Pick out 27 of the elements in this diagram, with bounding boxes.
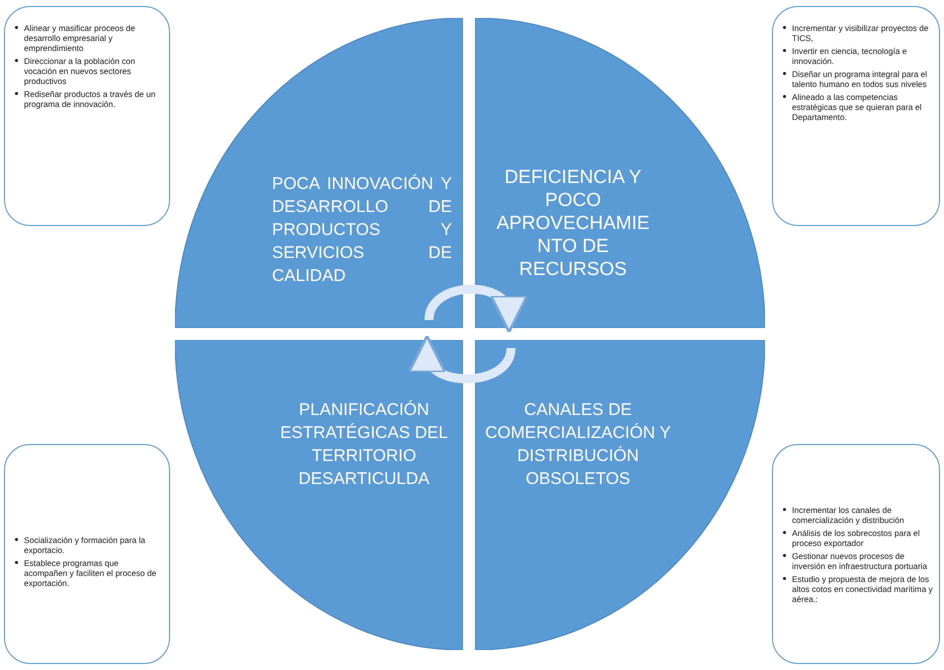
quadrant-title: DEFICIENCIA Y POCO APROVECHAMIE NTO DE RECURSOS (495, 166, 651, 281)
bullet-text: Diseñar un programa integral para el talento humano en todos sus niveles (792, 69, 928, 89)
quadrant-shape (475, 340, 765, 650)
curved-arrow (424, 284, 524, 333)
quadrant-shape (475, 18, 765, 328)
bullet-text: Estudio y propuesta de mejora de los altos cotos en conectividad marítima y aérea.: (792, 574, 933, 604)
bullet-text: Invertir en ciencia, tecnología e innovación. (792, 46, 907, 66)
bullet-text: Establece programas que acompañen y faciliten el proceso de exportación. (24, 558, 156, 588)
bullet-text: Socialización y formación para la exportacio. (24, 535, 146, 555)
bullet-text: Rediseñar productos a través de un programa de innovación. (24, 89, 156, 109)
bullet-text: Direccionar a la población con vocación en nuevos sectores productivos (24, 56, 136, 86)
note-card (772, 444, 940, 664)
quadrant-title: POCA INNOVACIÓN Y DESARROLLO DE PRODUCTOS Y SERVICIOS DE CALIDAD (272, 173, 452, 287)
note-card (4, 444, 170, 664)
bullet-text: Incrementar y visibilizar proyectos de TICS, (792, 23, 928, 43)
curved-arrow (412, 335, 516, 384)
bullet-text: Gestionar nuevos procesos de inversión en infraestructura portuaria (792, 551, 928, 571)
quadrant-shape (175, 340, 463, 650)
bullet-text: Incrementar los canales de comercialización y distribución (792, 505, 904, 525)
quadrant-shape (175, 18, 463, 328)
note-card (772, 6, 940, 226)
note-card (4, 6, 170, 226)
bullet-text: Alinear y masificar proceos de desarrollo empresarial y emprendimiento (24, 23, 136, 53)
quadrant-title: PLANIFICACIÓN ESTRATÉGICAS DEL TERRITORIO DESARTICULDA (279, 399, 449, 490)
bullet-text: Alineado a las competencias estratégicas que se quieran para el Departamento. (792, 92, 922, 122)
quadrant-title: CANALES DE COMERCIALIZACIÓN Y DISTRIBUCIÓN OBSOLETOS (484, 399, 672, 490)
bullet-text: Análisis de los sobrecostos para el proceso exportador (792, 528, 920, 548)
